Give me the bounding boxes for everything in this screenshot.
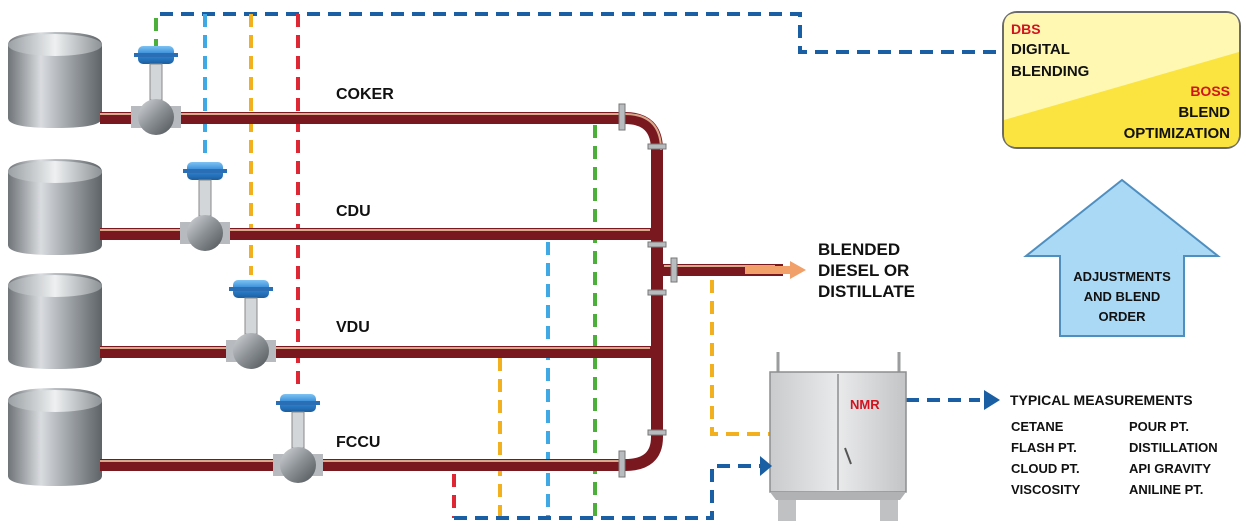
arrow-right-icon xyxy=(760,456,772,476)
tank-icon xyxy=(8,159,102,255)
signal-line-navy xyxy=(454,464,760,520)
feedback-label-line: ORDER xyxy=(1099,309,1147,324)
boss-code: BOSS xyxy=(1190,83,1230,99)
feedback-label-line: AND BLEND xyxy=(1084,289,1161,304)
output-label-line: DISTILLATE xyxy=(818,282,915,301)
signal-line-green xyxy=(154,12,1003,54)
control-valve-icon xyxy=(131,46,181,135)
stream-label-fccu: FCCU xyxy=(336,434,380,451)
measurement-item: API GRAVITY xyxy=(1129,461,1211,476)
measurement-item: POUR PT. xyxy=(1129,419,1189,434)
arrow-right-icon xyxy=(984,390,1000,410)
stream-label-coker: COKER xyxy=(336,86,394,103)
feedback-arrow: ADJUSTMENTS AND BLEND ORDER xyxy=(1023,178,1221,337)
measurement-item: CLOUD PT. xyxy=(1011,461,1080,476)
measurement-item: VISCOSITY xyxy=(1011,482,1081,497)
stream-label-cdu: CDU xyxy=(336,203,371,220)
tank-icon xyxy=(8,388,102,486)
measurement-item: ANILINE PT. xyxy=(1129,482,1203,497)
control-system-box: DBS DIGITAL BLENDING BOSS BLEND OPTIMIZA… xyxy=(1002,11,1241,149)
control-valve-icon xyxy=(180,162,230,251)
output-label-line: DIESEL OR xyxy=(818,261,909,280)
dbs-label-line: DIGITAL xyxy=(1011,41,1070,58)
measurements-title: TYPICAL MEASUREMENTS xyxy=(1010,392,1193,408)
output-label: BLENDED DIESEL OR DISTILLATE xyxy=(818,240,915,301)
feedback-label-line: ADJUSTMENTS xyxy=(1073,269,1171,284)
output-label-line: BLENDED xyxy=(818,240,900,259)
stream-label-vdu: VDU xyxy=(336,319,370,336)
analyzer-cabinet-icon: NMR xyxy=(769,352,907,521)
tank-icon xyxy=(8,32,102,128)
control-valve-icon xyxy=(226,280,276,369)
boss-label-line: OPTIMIZATION xyxy=(1124,125,1230,142)
analyzer-label: NMR xyxy=(850,397,880,412)
dbs-label-line: BLENDING xyxy=(1011,63,1089,80)
measurement-item: DISTILLATION xyxy=(1129,440,1218,455)
signal-line-orange xyxy=(710,280,770,436)
tank-icon xyxy=(8,273,102,369)
dbs-code: DBS xyxy=(1011,21,1041,37)
measurement-item: CETANE xyxy=(1011,419,1064,434)
boss-label-line: BLEND xyxy=(1178,104,1230,121)
control-valve-icon xyxy=(273,394,323,483)
arrow-right-icon xyxy=(745,261,806,279)
measurement-item: FLASH PT. xyxy=(1011,440,1077,455)
pipe-flanges xyxy=(618,103,678,478)
measurements-list: TYPICAL MEASUREMENTS CETANE FLASH PT. CL… xyxy=(1010,392,1218,497)
